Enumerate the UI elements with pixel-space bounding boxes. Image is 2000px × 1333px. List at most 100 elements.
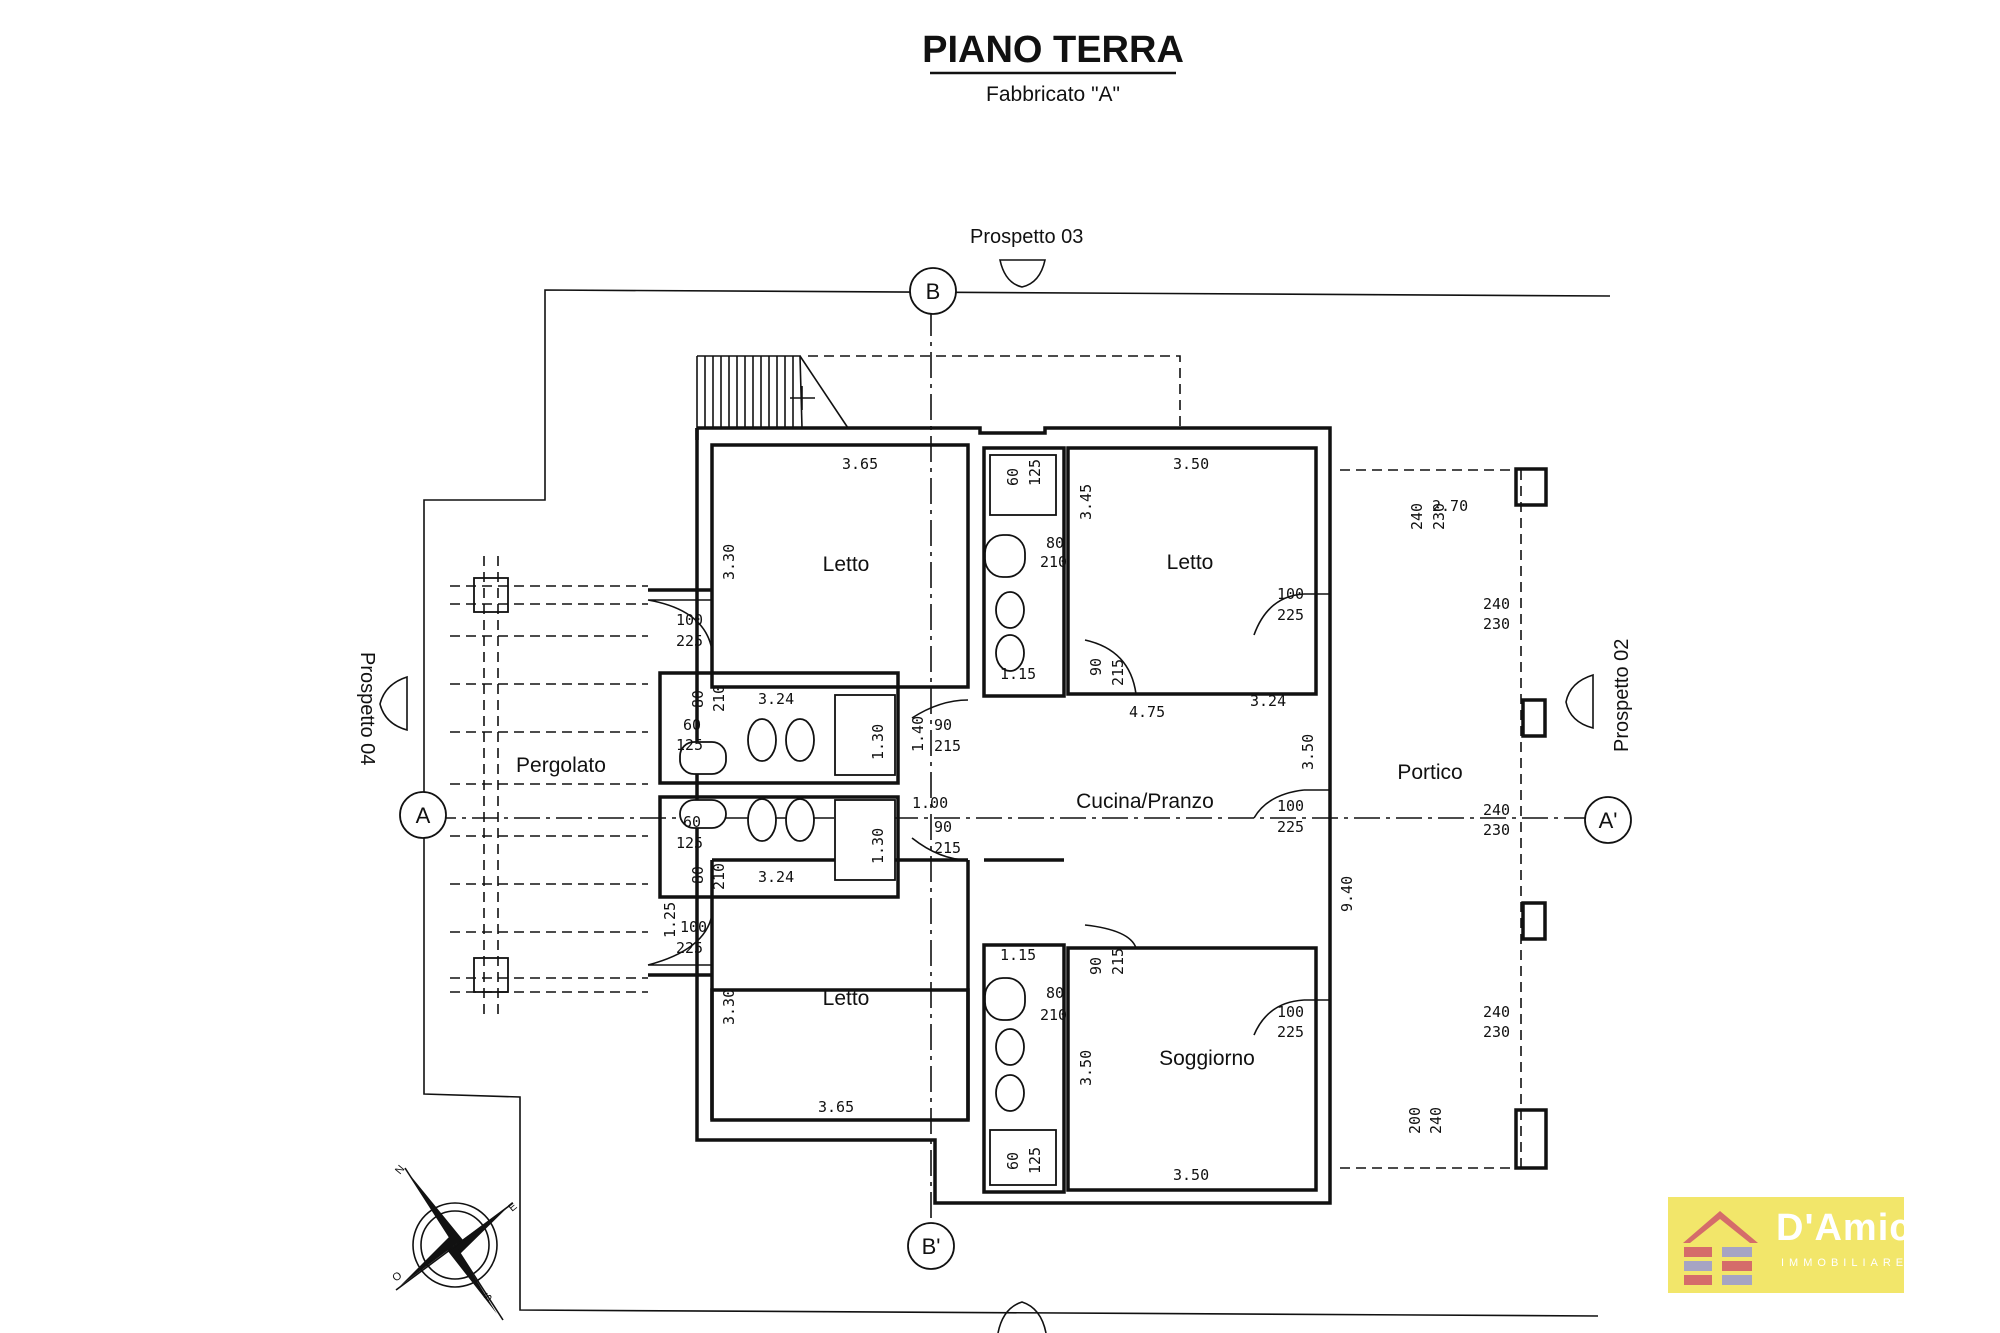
svg-text:3.50: 3.50 [1173,1166,1209,1184]
elevation-marker-right [1565,673,1594,730]
svg-text:3.24: 3.24 [758,690,794,708]
svg-text:225: 225 [1277,818,1304,836]
building-walls [648,426,1548,1205]
svg-text:B: B [926,279,941,304]
svg-text:3.30: 3.30 [720,989,738,1025]
brand-name: D'Amico [1776,1207,1936,1249]
svg-text:3.45: 3.45 [1077,484,1095,520]
elevation-marker-bottom [997,1301,1047,1333]
svg-text:1.30: 1.30 [869,724,887,760]
svg-text:1.15: 1.15 [1000,665,1036,683]
svg-text:210: 210 [710,685,728,712]
svg-text:210: 210 [1040,1006,1067,1024]
external-stair [696,355,1181,436]
plan-subtitle: Fabbricato "A" [986,83,1120,106]
elevation-marker-top [999,259,1046,288]
svg-text:9.40: 9.40 [1338,876,1356,912]
room-letto-1: Letto [823,553,870,576]
svg-text:60: 60 [683,716,701,734]
svg-text:90: 90 [934,818,952,836]
svg-text:125: 125 [1026,459,1044,486]
svg-text:100: 100 [1277,797,1304,815]
svg-text:200: 200 [1406,1107,1424,1134]
room-pergolato: Pergolato [516,754,606,777]
svg-text:3.50: 3.50 [1077,1050,1095,1086]
elevation-label-top: Prospetto 03 [970,226,1083,248]
svg-text:60: 60 [1004,1152,1022,1170]
svg-text:230: 230 [1483,821,1510,839]
svg-text:80: 80 [689,690,707,708]
svg-text:215: 215 [934,737,961,755]
house-logo-icon [1683,1211,1758,1285]
svg-text:240: 240 [1483,595,1510,613]
svg-text:3.65: 3.65 [818,1098,854,1116]
svg-text:80: 80 [1046,534,1064,552]
dimension-labels: 3.65 3.30 3.50 3.45 3.24 1.30 3.24 1.30 … [720,455,1468,1184]
room-portico: Portico [1397,761,1462,784]
svg-text:125: 125 [676,736,703,754]
compass-north: N [393,1163,407,1177]
svg-text:A: A [416,803,431,828]
svg-text:230: 230 [1483,615,1510,633]
svg-text:225: 225 [676,632,703,650]
svg-text:210: 210 [1040,553,1067,571]
svg-text:125: 125 [676,834,703,852]
opening-labels: 60 125 80 210 100 225 90 215 100 225 240… [661,459,1510,1174]
svg-text:215: 215 [934,839,961,857]
svg-text:1.40: 1.40 [909,716,927,752]
svg-text:225: 225 [676,939,703,957]
svg-text:100: 100 [1277,1003,1304,1021]
svg-text:80: 80 [1046,984,1064,1002]
svg-text:215: 215 [1109,659,1127,686]
svg-text:60: 60 [683,813,701,831]
section-mark-a-prime: A' [1584,796,1632,844]
elevation-label-right: Prospetto 02 [1611,639,1633,752]
section-mark-a: A [399,791,447,839]
elevation-label-left: Prospetto 04 [356,652,378,765]
compass-south: S [481,1291,495,1304]
brand-tagline: IMMOBILIARE [1781,1257,1909,1269]
svg-text:3.65: 3.65 [842,455,878,473]
compass-rose-icon [395,1167,514,1321]
svg-text:3.24: 3.24 [758,868,794,886]
svg-text:100: 100 [676,611,703,629]
section-mark-b: B [909,267,957,315]
svg-text:4.75: 4.75 [1129,703,1165,721]
svg-text:225: 225 [1277,1023,1304,1041]
svg-text:240: 240 [1483,801,1510,819]
compass-west: O [390,1269,405,1284]
bathroom-fixtures [679,454,1057,1186]
section-mark-b-prime: B' [907,1222,955,1270]
compass-east: E [506,1200,519,1214]
svg-text:100: 100 [1277,585,1304,603]
svg-text:3.50: 3.50 [1299,734,1317,770]
svg-text:1.25: 1.25 [661,902,679,938]
room-letto-2: Letto [1167,551,1214,574]
pergola [450,556,648,1014]
svg-text:3.30: 3.30 [720,544,738,580]
svg-text:3.24: 3.24 [1250,692,1286,710]
svg-text:230: 230 [1430,503,1448,530]
svg-text:215: 215 [1109,948,1127,975]
brand-logo: D'Amico IMMOBILIARE [1668,1197,1935,1293]
svg-text:90: 90 [1087,957,1105,975]
svg-text:A': A' [1599,808,1618,833]
room-soggiorno: Soggiorno [1159,1047,1255,1070]
svg-text:100: 100 [680,918,707,936]
svg-text:1.15: 1.15 [1000,946,1036,964]
svg-text:230: 230 [1483,1023,1510,1041]
svg-text:1.30: 1.30 [869,828,887,864]
svg-text:B': B' [922,1234,941,1259]
door-swings [647,593,1330,1036]
elevation-marker-left [379,675,408,732]
svg-text:90: 90 [934,716,952,734]
svg-text:2.70: 2.70 [1432,497,1468,515]
svg-text:240: 240 [1483,1003,1510,1021]
svg-text:240: 240 [1427,1107,1445,1134]
svg-text:80: 80 [689,866,707,884]
svg-text:1.00: 1.00 [912,794,948,812]
svg-text:240: 240 [1408,503,1426,530]
room-cucina: Cucina/Pranzo [1076,790,1214,813]
plan-title: PIANO TERRA [922,29,1184,71]
